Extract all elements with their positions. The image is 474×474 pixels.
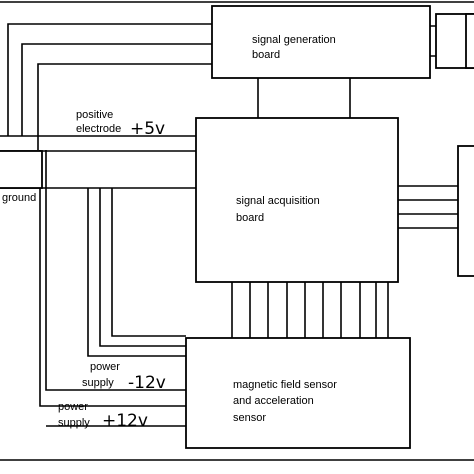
gen-wire-outer [7, 23, 212, 136]
power-positive-label-1: power [58, 401, 88, 413]
gen-wire-inner [37, 63, 212, 150]
wire-drop-negative-supply [45, 150, 186, 391]
sensor-label-2: and acceleration [233, 395, 314, 407]
signal-acquisition-label-2: board [236, 212, 264, 224]
right-connector-top-inner [465, 13, 474, 69]
positive-electrode-label-1: positive [76, 109, 113, 121]
ground-label: ground [2, 192, 36, 204]
power-positive-label-2: supply [58, 417, 90, 429]
wire-drop-outer [39, 150, 186, 407]
sensor-label-3: sensor [233, 412, 266, 424]
power-negative-label-2: supply [82, 377, 114, 389]
power-negative-label-1: power [90, 361, 120, 373]
left-edge-connector [0, 150, 43, 189]
signal-acquisition-label-1: signal acquisition [236, 195, 320, 207]
gen-wire-middle [21, 43, 212, 136]
sensor-block [185, 337, 411, 449]
positive-electrode-label-2: electrode [76, 123, 121, 135]
power-negative-voltage: -12v [128, 373, 166, 393]
sensor-label-1: magnetic field sensor [233, 379, 337, 391]
wire-drop-c [111, 188, 186, 337]
positive-electrode-voltage: +5v [130, 119, 165, 139]
signal-generation-label-1: signal generation [252, 34, 336, 46]
power-positive-voltage: +12v [102, 411, 148, 431]
signal-generation-board [211, 5, 431, 79]
right-connector-middle [457, 145, 474, 277]
wire-drop-a [87, 188, 186, 357]
signal-generation-label-2: board [252, 49, 280, 61]
wire-drop-b [99, 188, 186, 347]
signal-acquisition-board [195, 117, 399, 283]
